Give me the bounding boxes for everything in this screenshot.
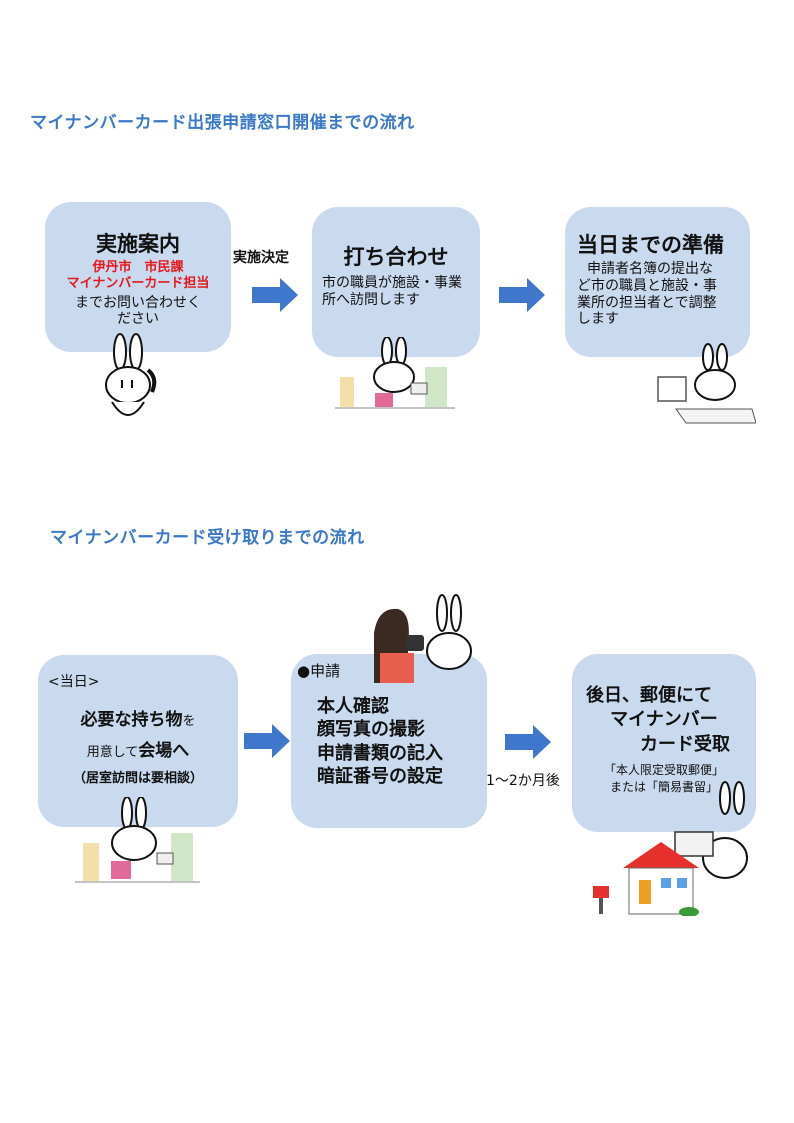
flow-arrow-3 bbox=[244, 724, 290, 758]
step-title: カード受取 bbox=[640, 733, 730, 755]
flow-arrow-2 bbox=[499, 278, 545, 312]
contact-section: マイナンバーカード担当 bbox=[66, 276, 210, 292]
step-box-preparation: 当日までの準備 申請者名簿の提出な ど市の職員と施設・事 業所の担当者とで調整 … bbox=[565, 207, 750, 357]
house-delivery-icon bbox=[593, 781, 748, 916]
step-body: 業所の担当者とで調整 bbox=[577, 294, 717, 311]
step-box-application: ●申請 本人確認 顔写真の撮影 申請書類の記入 暗証番号の設定 bbox=[291, 654, 487, 828]
delivery-method: または「簡易書留」 bbox=[609, 779, 718, 794]
arrow-label-duration: 1～2か月後 bbox=[486, 773, 560, 789]
section1-title: マイナンバーカード出張申請窓口開催までの流れ bbox=[30, 113, 415, 133]
flow-arrow-4 bbox=[505, 725, 551, 759]
step-box-guidance: 実施案内 伊丹市 市民課 マイナンバーカード担当 までお問い合わせく ださい bbox=[45, 202, 231, 352]
rabbit-phone-icon bbox=[105, 333, 157, 416]
application-item: 暗証番号の設定 bbox=[317, 766, 443, 788]
step-body-bold: 必要な持ち物 bbox=[80, 710, 183, 730]
step-title: 当日までの準備 bbox=[577, 233, 724, 257]
application-item: 顔写真の撮影 bbox=[317, 719, 425, 741]
application-item: 申請書類の記入 bbox=[317, 742, 443, 764]
step-body-bold: 会場へ bbox=[138, 741, 190, 761]
contact-department: 伊丹市 市民課 bbox=[92, 260, 184, 275]
step-body: 市の職員が施設・事業 bbox=[322, 275, 462, 291]
delivery-method: 「本人限定受取郵便」 bbox=[603, 762, 724, 777]
step-body: 申請者名簿の提出な bbox=[587, 261, 713, 277]
rabbit-visit-icon bbox=[335, 337, 455, 409]
section2-title: マイナンバーカード受け取りまでの流れ bbox=[50, 528, 365, 548]
step-tag-application: ●申請 bbox=[297, 662, 341, 680]
step-note: （居室訪問は要相談） bbox=[72, 771, 203, 786]
step-tag-today: <当日> bbox=[48, 674, 100, 690]
step-body-small: を bbox=[182, 714, 196, 729]
step-body-small: 用意して bbox=[86, 745, 139, 760]
photo-shooting-icon bbox=[374, 594, 472, 683]
step-body: ど市の職員と施設・事 bbox=[577, 277, 717, 294]
flow-arrow-1 bbox=[252, 278, 298, 312]
arrow-label-decision: 実施決定 bbox=[233, 250, 289, 266]
step-title: マイナンバー bbox=[610, 709, 718, 731]
step-title: 打ち合わせ bbox=[343, 245, 449, 269]
step-title: 実施案内 bbox=[96, 232, 180, 256]
step-body: までお問い合わせく bbox=[75, 294, 201, 311]
rabbit-desk-icon bbox=[657, 343, 756, 424]
step-body: します bbox=[577, 311, 619, 328]
application-item: 本人確認 bbox=[317, 696, 389, 717]
step-title: 後日、郵便にて bbox=[586, 685, 712, 706]
step-box-meeting: 打ち合わせ 市の職員が施設・事業 所へ訪問します bbox=[312, 207, 480, 357]
step-body: 所へ訪問します bbox=[322, 291, 420, 308]
step-body: ださい bbox=[117, 311, 159, 328]
rabbit-going-icon bbox=[75, 797, 200, 883]
